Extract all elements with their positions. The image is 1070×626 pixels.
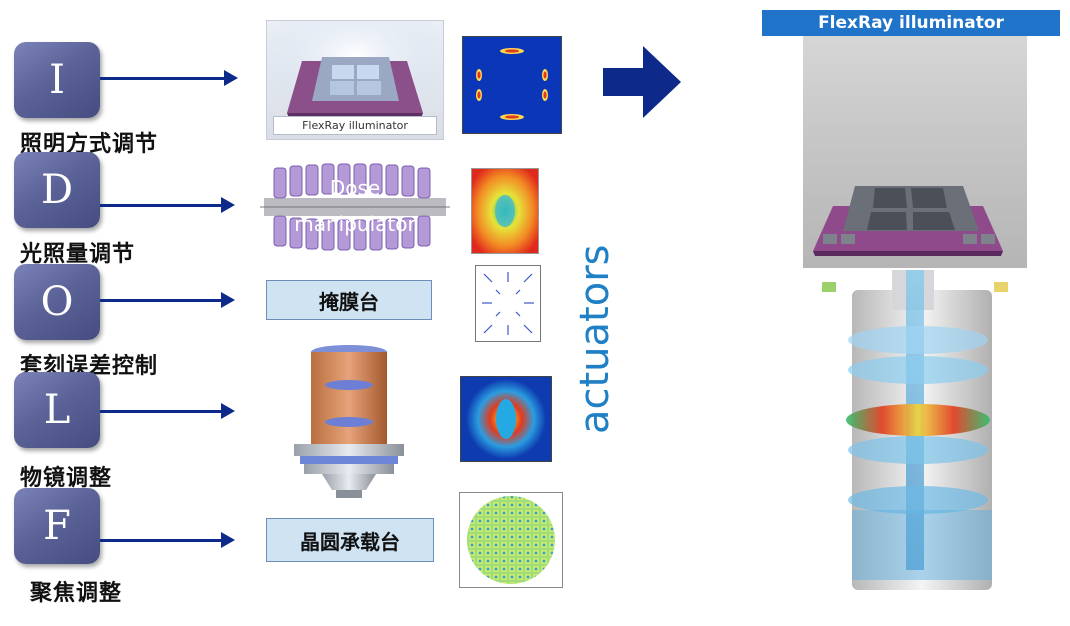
illuminator-caption: FlexRay illuminator <box>273 116 437 135</box>
wafer-map <box>459 492 563 588</box>
pupil-map <box>462 36 562 134</box>
label-lens-adjust: 物镜调整 <box>20 465 113 491</box>
objective-lens-image <box>284 340 414 500</box>
illuminator-image: FlexRay illuminator <box>266 20 444 140</box>
big-arrow-right <box>603 46 681 118</box>
label-dose-adjust: 光照量调节 <box>20 241 136 267</box>
arrow-head-f <box>221 532 235 548</box>
dose-heatmap <box>471 168 539 254</box>
arrow-head-i <box>224 70 238 86</box>
arrow-f <box>100 539 222 542</box>
wafer-stage-box: 晶圆承载台 <box>266 518 434 562</box>
dose-manipulator-image: Dose manipulator <box>260 160 450 254</box>
arrow-d <box>100 204 222 207</box>
letter-badge-o: O <box>14 264 100 340</box>
arrow-l <box>100 410 222 413</box>
letter-badge-f: F <box>14 488 100 564</box>
letter-badge-l: L <box>14 372 100 448</box>
arrow-o <box>100 299 222 302</box>
flexray-render <box>803 36 1027 268</box>
dose-label-line1: Dose <box>329 176 381 200</box>
mask-stage-box: 掩膜台 <box>266 280 432 320</box>
overlay-vector-map <box>475 265 541 342</box>
label-focus-adjust: 聚焦调整 <box>30 580 123 606</box>
arrow-i <box>100 77 225 80</box>
flexray-title: FlexRay illuminator <box>762 10 1060 36</box>
lens-aberration-map <box>460 376 552 462</box>
arrow-head-l <box>221 403 235 419</box>
arrow-head-d <box>221 197 235 213</box>
actuators-label: actuators <box>572 244 618 435</box>
arrow-head-o <box>221 292 235 308</box>
letter-badge-d: D <box>14 152 100 228</box>
dose-label-line2: manipulator <box>294 212 416 236</box>
scanner-cutaway-render <box>822 270 1010 600</box>
letter-badge-i: I <box>14 42 100 118</box>
